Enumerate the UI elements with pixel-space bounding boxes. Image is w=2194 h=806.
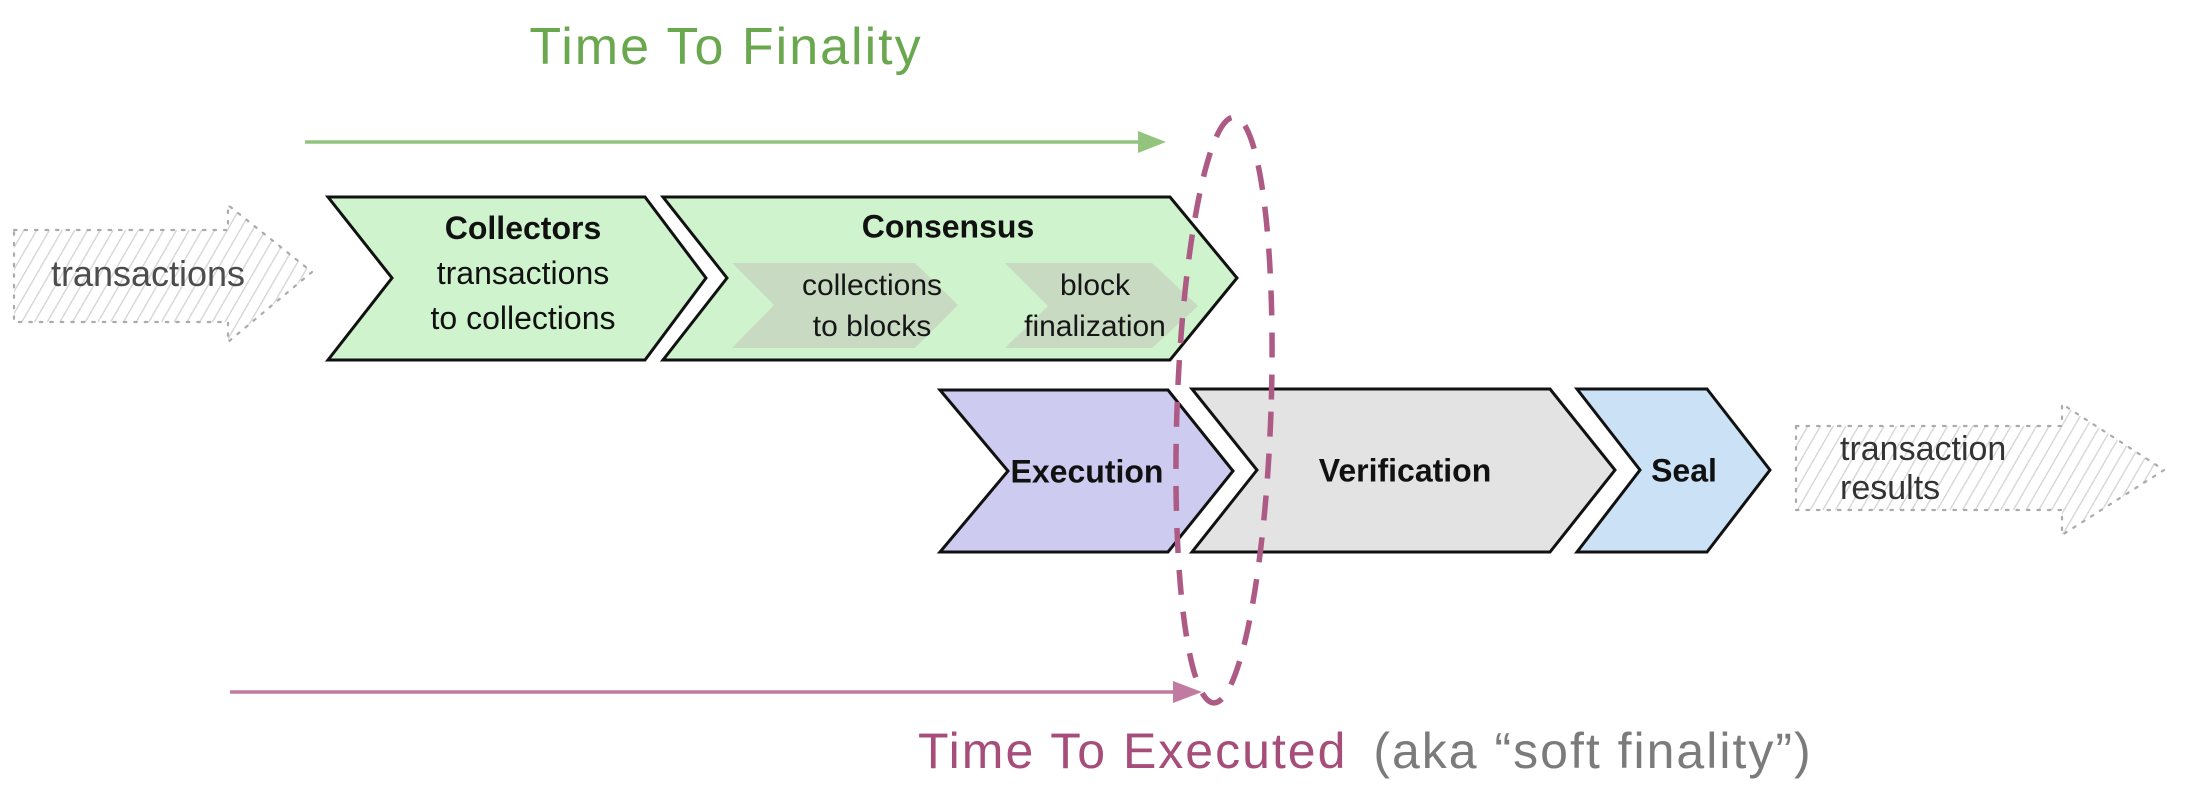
time-to-finality-title: Time To Finality [529, 18, 923, 76]
time-to-finality-arrowhead [1138, 131, 1166, 153]
execution-chevron [936, 388, 1235, 554]
time-to-finality-arrow [305, 131, 1166, 153]
transaction-results-line2: results [1840, 469, 1941, 507]
collections-to-blocks-line2: to blocks [812, 310, 932, 343]
consensus-title: Consensus [861, 208, 1035, 245]
collectors-line2: to collections [430, 300, 616, 336]
time-to-executed-suffix: (aka “soft finality”) [1373, 723, 1813, 779]
collectors-line1: transactions [436, 255, 610, 291]
seal-chevron [1573, 387, 1772, 554]
time-to-executed-title: Time To Executed [918, 723, 1348, 779]
transaction-results-label: transaction results [1840, 430, 2006, 508]
block-finalization-line2: finalization [1024, 310, 1166, 343]
block-finalization-label: block finalization [1024, 265, 1166, 347]
verification-title: Verification [1318, 452, 1492, 489]
collections-to-blocks-subchevron [732, 263, 958, 348]
transactions-input-arrow-outline [12, 203, 314, 344]
block-finalization-subchevron [1005, 263, 1198, 348]
verification-chevron [1188, 387, 1617, 554]
time-to-executed-title-row: Time To Executed (aka “soft finality”) [918, 722, 1813, 780]
collections-to-blocks-line1: collections [801, 269, 943, 302]
transactions-input-label: transactions [50, 253, 246, 294]
seal-title: Seal [1651, 452, 1717, 489]
block-finalization-line1: block [1059, 269, 1131, 302]
transaction-results-line1: transaction [1840, 430, 2007, 468]
soft-finality-ellipse [1173, 114, 1275, 706]
collectors-title: Collectors [444, 210, 602, 246]
collections-to-blocks-label: collections to blocks [802, 265, 942, 347]
transaction-results-arrow-outline [1794, 402, 2166, 537]
execution-title: Execution [1010, 453, 1164, 490]
time-to-executed-arrow [230, 681, 1202, 703]
time-to-executed-arrowhead [1173, 681, 1202, 703]
collectors-label-block: Collectors transactions to collections [431, 206, 616, 341]
collectors-chevron [324, 195, 708, 362]
